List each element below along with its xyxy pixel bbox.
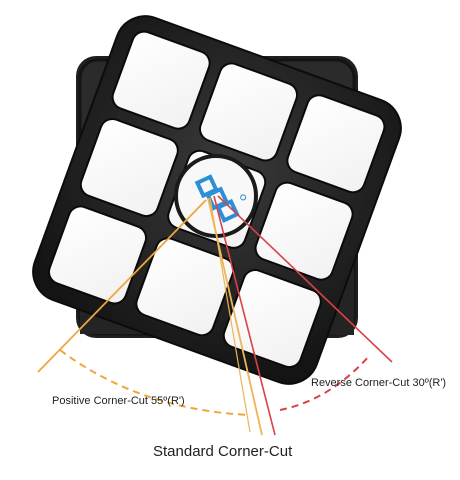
cube-top-layer (32, 15, 402, 385)
positive-cut-line (37, 199, 207, 373)
sticker-2-2 (222, 269, 322, 369)
sticker-0-0 (111, 30, 211, 130)
reverse-angle-arc (279, 354, 371, 411)
sticker-0-1 (198, 62, 299, 162)
reverse-cut-line-1 (213, 195, 276, 436)
sticker-2-0 (47, 205, 148, 305)
center-cap (174, 154, 258, 238)
reverse-cut-line-2 (217, 195, 393, 363)
positive-corner-cut-label: Positive Corner-Cut 55º(R') (52, 395, 185, 407)
standard-corner-cut-label: Standard Corner-Cut (153, 443, 293, 460)
standard-cut-line-2 (209, 197, 251, 433)
sticker-1-0 (79, 118, 179, 218)
positive-angle-arc (59, 349, 251, 416)
sticker-2-1 (135, 237, 235, 337)
reverse-corner-cut-label: Reverse Corner-Cut 30º(R') (311, 377, 447, 389)
sticker-0-2 (286, 94, 386, 194)
